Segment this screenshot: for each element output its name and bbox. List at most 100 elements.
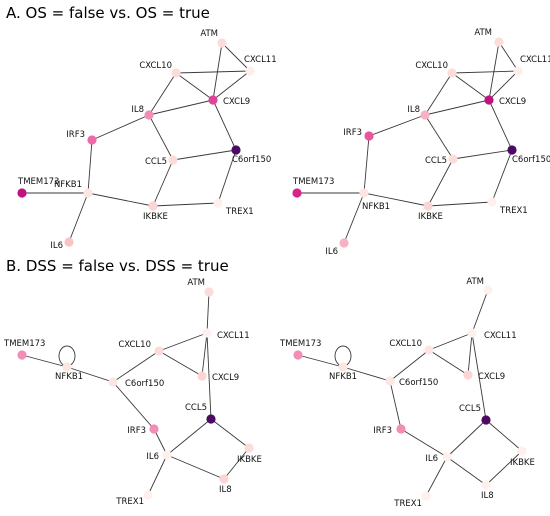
node-label-ccl5: CCL5 [185,403,207,413]
edge-atm-cxcl11 [221,42,251,72]
edge-cxcl11-cxcl9 [467,332,473,376]
node-irf3 [364,131,374,141]
node-label-cxcl9: CXCL9 [212,373,239,383]
node-label-tmem173: TMEM173 [279,339,321,349]
node-label-cxcl11: CXCL11 [520,55,550,65]
node-cxcl10 [447,68,457,78]
edge-tmem173-nfkb1 [21,354,68,368]
edge-irf3-nfkb1 [87,139,93,194]
edge-il8-ccl5 [424,114,454,160]
node-label-c6orf150: C6orf150 [232,155,271,165]
node-label-cxcl11: CXCL11 [484,331,517,341]
edge-nfkb1-il6 [68,192,89,243]
node-nfkb1 [83,188,93,198]
node-label-atm: ATM [187,278,205,288]
node-cxcl9 [484,95,494,105]
node-atm [483,285,493,295]
node-c6orf150 [507,145,517,155]
node-cxcl9 [197,371,207,381]
node-cxcl9 [208,95,218,105]
node-label-tmem173: TMEM173 [17,177,59,187]
edge-atm-cxcl9 [488,41,500,101]
node-tmem173 [17,350,27,360]
edge-c6orf150-irf3 [389,380,402,430]
node-label-il6: IL6 [50,241,63,251]
edge-nfkb1-ikbke [87,192,154,207]
node-c6orf150 [108,377,118,387]
node-label-tmem173: TMEM173 [292,177,334,187]
node-label-ikbke: IKBKE [237,455,262,465]
edge-il8-cxcl9 [424,99,490,116]
edge-ikbke-trex1 [152,202,219,207]
edge-il8-irf3 [368,114,426,137]
node-label-ikbke: IKBKE [143,212,168,222]
edge-cxcl10-cxcl9 [451,72,490,101]
edge-cxcl11-cxcl9 [201,332,208,377]
node-cxcl11 [513,66,523,76]
edge-irf3-il6 [400,428,448,458]
edge-il8-ikbke [485,450,523,486]
edge-cxcl9-c6orf150 [488,99,513,151]
edge-irf3-il6 [153,428,168,456]
node-ikbke [517,446,527,456]
node-il8 [481,480,491,490]
node-label-cxcl10: CXCL10 [389,339,422,349]
network-dss-true: ATMCXCL11CXCL10CXCL9TMEM173NFKB1C6orf150… [279,277,535,509]
node-label-il8: IL8 [131,105,144,115]
edge-il6-trex1 [425,456,448,497]
node-nfkb1 [62,362,72,372]
node-label-trex1: TREX1 [115,497,144,507]
node-ikbke [148,201,158,211]
node-il6 [162,450,172,460]
edge-ccl5-c6orf150 [452,149,513,160]
section-title-a: A. OS = false vs. OS = true [6,4,210,22]
edge-cxcl11-cxcl9 [488,70,519,101]
node-tmem173 [17,188,27,198]
edge-ccl5-ikbke [427,158,454,207]
edge-ikbke-trex1 [427,201,493,207]
node-label-ccl5: CCL5 [145,157,167,167]
node-ccl5 [206,414,216,424]
node-cxcl10 [171,68,181,78]
node-label-il8: IL8 [219,485,232,495]
node-ikbke [244,443,254,453]
edge-il6-trex1 [147,454,168,496]
node-il6 [442,452,452,462]
edge-nfkb1-c6orf150 [66,366,114,383]
edge-cxcl11-cxcl9 [212,70,251,101]
edge-cxcl10-il8 [424,72,453,116]
node-cxcl11 [202,328,212,338]
node-ikbke [423,201,433,211]
edge-ccl5-ikbke [152,159,174,207]
edge-cxcl10-cxcl11 [451,70,519,74]
node-nfkb1 [359,188,369,198]
edge-cxcl10-c6orf150 [389,349,430,382]
edge-nfkb1-ikbke [363,192,429,207]
edge-ccl5-c6orf150 [172,149,237,161]
node-tmem173 [292,188,302,198]
node-label-il8: IL8 [481,491,494,501]
node-ccl5 [481,415,491,425]
edge-cxcl10-il8 [148,72,177,116]
node-label-il8: IL8 [407,105,420,115]
node-atm [204,287,214,297]
node-label-irf3: IRF3 [343,128,362,138]
edge-il6-il8 [166,454,225,480]
node-il6 [64,237,74,247]
node-label-atm: ATM [474,28,492,38]
node-label-cxcl9: CXCL9 [223,97,250,107]
node-trex1 [421,491,431,501]
edge-cxcl10-cxcl9 [158,350,203,377]
edge-tmem173-nfkb1 [297,354,344,368]
node-label-cxcl11: CXCL11 [217,331,250,341]
edge-atm-cxcl11 [206,291,210,334]
edge-ccl5-ikbke [210,418,250,449]
node-label-cxcl10: CXCL10 [415,61,448,71]
node-il8 [144,110,154,120]
edge-trex1-c6orf150 [217,149,237,204]
node-label-trex1: TREX1 [393,499,422,509]
edge-il6-il8 [446,456,487,486]
node-label-nfkb1: NFKB1 [362,202,390,212]
